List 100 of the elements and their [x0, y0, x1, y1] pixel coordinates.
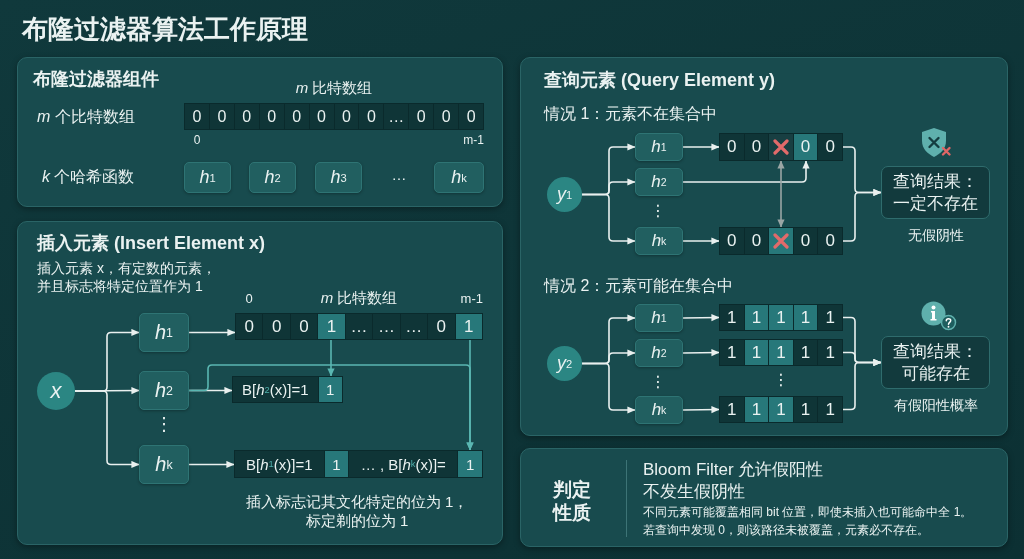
bit-cell: 0 [209, 104, 235, 129]
panel-heading: 插入元素 (Insert Element x) [37, 232, 266, 255]
arrow [682, 349, 720, 357]
bit-cell: … [373, 314, 401, 339]
property-note: 不同元素可能覆盖相同 bit 位置，即使未插入也可能命中全 1。 [643, 505, 973, 520]
result-verdict: 可能存在 [901, 362, 970, 385]
arrow [682, 314, 720, 322]
bit-cell: … [400, 314, 429, 339]
input-circle: x [37, 372, 75, 410]
panel-heading: 查询元素 (Query Element y) [544, 69, 776, 92]
bit-cell: 0 [428, 314, 456, 339]
bit-cell: 0 [793, 134, 819, 160]
panel-heading: 布隆过滤器组件 [33, 68, 159, 91]
bit-array [184, 103, 484, 130]
bit-array [719, 339, 843, 366]
bit-cell: 0 [459, 104, 484, 129]
bit-cell: 0 [309, 104, 335, 129]
index-label: m-1 [460, 291, 483, 308]
bit-cell: 0 [334, 104, 360, 129]
result-box [881, 336, 990, 389]
insert-note: 插入标志记其文化特定的位为 1，标定剃的位为 1 [244, 492, 470, 530]
bit-cell: 1 [458, 451, 482, 477]
panel-description: 插入元素 x，有定数的元素，并且标志将特定位置作为 1 [37, 259, 217, 295]
double-arrow [777, 160, 785, 228]
bit-cell: 1 [720, 397, 745, 422]
arrow [188, 328, 236, 337]
arrow [682, 160, 810, 183]
bit-cell: 1 [818, 340, 842, 365]
bit-cell: 1 [318, 377, 342, 402]
bit-array [232, 376, 343, 403]
bit-array [719, 227, 843, 255]
bit-cell: 1 [793, 340, 819, 365]
arrow [327, 339, 335, 377]
ellipsis: … [391, 166, 407, 185]
row-label: k 个哈希函数 [42, 167, 135, 187]
bit-cell: 1 [720, 340, 745, 365]
array-label: m 比特数组 [320, 289, 398, 308]
bit-cell: 0 [744, 134, 770, 160]
bit-cell: 0 [818, 228, 842, 254]
property-title: Bloom Filter 允许假阳性 [643, 459, 824, 481]
bit-array [234, 450, 483, 478]
index-label: 0 [245, 291, 253, 308]
bit-cell: 1 [769, 305, 794, 330]
panel [17, 221, 503, 545]
bit-cell: 0 [793, 228, 819, 254]
bit-cell: 0 [185, 104, 210, 129]
panel [17, 57, 503, 207]
bit-cell: 0 [409, 104, 435, 129]
result-title: 查询结果： [893, 170, 978, 193]
vertical-ellipsis: ⋮ [650, 201, 666, 221]
arrow [188, 364, 474, 451]
arrow [682, 237, 720, 245]
bit-cell: 1 [324, 451, 350, 477]
bit-cell: 1 [793, 305, 819, 330]
bit-cell: 0 [259, 104, 285, 129]
array-label: m 比特数组 [295, 79, 373, 98]
arrow [581, 362, 636, 414]
panel [520, 57, 1008, 436]
bit-cell: 1 [793, 397, 819, 422]
arrow [188, 460, 235, 469]
bit-cell: 1 [818, 397, 842, 422]
bit-cell: 0 [234, 104, 260, 129]
property-title: 不发生假阴性 [643, 481, 745, 503]
result-title: 查询结果： [893, 340, 978, 363]
result-box [881, 166, 990, 219]
bit-cell: 0 [720, 228, 745, 254]
arrow [682, 406, 720, 414]
bit-cell: 0 [434, 104, 460, 129]
property-heading: 判定性质 [553, 478, 592, 524]
bit-array [719, 133, 843, 161]
vertical-ellipsis: ⋮ [773, 370, 789, 390]
bit-cell: 0 [359, 104, 385, 129]
property-note: 若查询中发现 0，则该路径未被覆盖，元素必不存在。 [643, 523, 929, 538]
arrow [682, 143, 720, 151]
row-label: m 个比特数组 [37, 107, 135, 127]
arrow [74, 390, 140, 469]
bit-cell: … [384, 104, 410, 129]
vertical-ellipsis: ⋮ [155, 413, 173, 436]
bit-cell: 0 [720, 134, 745, 160]
result-verdict: 一定不存在 [893, 192, 978, 215]
case-heading: 情况 2：元素可能在集合中 [544, 276, 734, 296]
bit-cell: 1 [744, 305, 770, 330]
bit-cell: 1 [769, 397, 794, 422]
result-note: 无假阴性 [908, 227, 964, 245]
index-label: 0 [193, 133, 201, 148]
bit-cell: 0 [744, 228, 770, 254]
bit-cell: … [345, 314, 374, 339]
bit-cell: 0 [236, 314, 264, 339]
bit-array [719, 304, 843, 331]
bit-cell: 0 [284, 104, 310, 129]
bit-cell: 1 [818, 305, 842, 330]
result-note: 有假阳性概率 [894, 397, 978, 415]
vertical-ellipsis: ⋮ [650, 372, 666, 392]
bit-cell: 1 [318, 314, 346, 339]
arrow [581, 193, 636, 245]
bit-cell: 1 [744, 340, 770, 365]
index-label: m-1 [463, 133, 484, 148]
bit-array [719, 396, 843, 423]
bit-cell: 0 [818, 134, 842, 160]
bit-cell: 1 [720, 305, 745, 330]
